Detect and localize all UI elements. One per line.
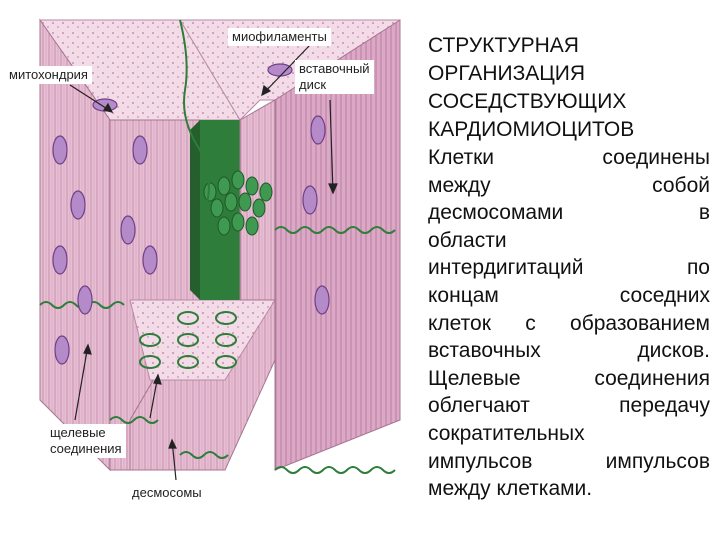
body-line: клеток с образованием xyxy=(428,310,710,338)
label-intercalated-disc: вставочный диск xyxy=(295,60,374,94)
label-intercalated-disc-line1: вставочный xyxy=(299,61,370,77)
heading-line: ОРГАНИЗАЦИЯ xyxy=(428,60,710,88)
label-gap-junctions-line1: щелевые xyxy=(50,425,122,441)
heading-line: СОСЕДСТВУЮЩИХ xyxy=(428,88,710,116)
body-line: десмосомами в xyxy=(428,199,710,227)
body-line: импульсов импульсов xyxy=(428,448,710,476)
body-line: сократительных xyxy=(428,420,710,448)
cardiomyocyte-diagram: миофиламенты митохондрия вставочный диск… xyxy=(0,0,420,540)
heading-line: СТРУКТУРНАЯ xyxy=(428,32,710,60)
body-line: концам соседних xyxy=(428,282,710,310)
slide-heading: СТРУКТУРНАЯ ОРГАНИЗАЦИЯ СОСЕДСТВУЮЩИХ КА… xyxy=(428,32,710,144)
body-line: вставочных дисков. xyxy=(428,337,710,365)
body-line: области xyxy=(428,227,710,255)
body-line: облегчают передачу xyxy=(428,392,710,420)
body-line: Щелевые соединения xyxy=(428,365,710,393)
label-gap-junctions: щелевые соединения xyxy=(46,424,126,458)
body-line: интердигитаций по xyxy=(428,254,710,282)
heading-line: КАРДИОМИОЦИТОВ xyxy=(428,116,710,144)
label-intercalated-disc-line2: диск xyxy=(299,77,370,93)
label-gap-junctions-line2: соединения xyxy=(50,441,122,457)
body-line: между собой xyxy=(428,172,710,200)
body-line: Клетки соединены xyxy=(428,144,710,172)
body-paragraph: Клетки соединены между собой десмосомами… xyxy=(428,144,710,503)
text-panel: СТРУКТУРНАЯ ОРГАНИЗАЦИЯ СОСЕДСТВУЮЩИХ КА… xyxy=(428,32,710,503)
label-mitochondria: митохондрия xyxy=(5,66,92,84)
body-line: между клетками. xyxy=(428,475,710,503)
label-desmosomes: десмосомы xyxy=(128,484,206,502)
label-myofilaments: миофиламенты xyxy=(228,28,331,46)
